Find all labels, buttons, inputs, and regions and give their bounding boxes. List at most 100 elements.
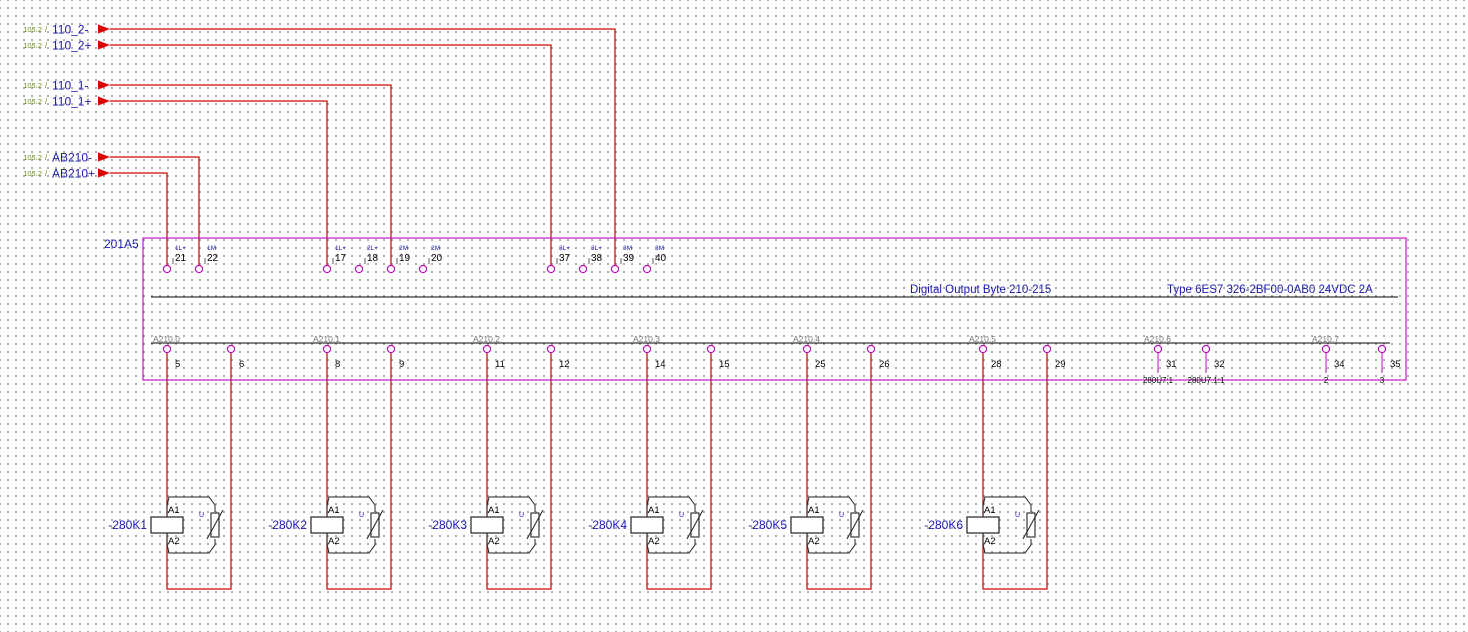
output-terminal-number: 12: [559, 359, 570, 370]
supply-net-name: 110_2-: [52, 23, 88, 37]
terminal-function: 2M: [431, 245, 440, 252]
suppressor-slash: [366, 509, 384, 540]
supply-wire: [110, 84, 392, 266]
coil-lead-bottom: [326, 533, 376, 554]
suppressor-slash: [686, 509, 704, 540]
supply-ref: 105.2: [23, 25, 42, 34]
output-terminal-5: [162, 344, 172, 354]
output-terminal-number: 5: [175, 359, 180, 370]
terminal-function: 1M: [207, 245, 216, 252]
coil-terminal-a1: A1: [984, 505, 996, 516]
terminal-function: 3M: [655, 245, 664, 252]
supply-separator: /: [45, 153, 48, 162]
supply-separator: /: [45, 97, 48, 106]
supply-wire: [110, 44, 552, 266]
coil-terminal-a1: A1: [808, 505, 820, 516]
output-destination: 280U7.1:1: [1188, 376, 1225, 385]
coil-lead-top: [166, 496, 216, 517]
terminal-number: 19: [399, 253, 411, 264]
output-terminal-number: 29: [1055, 359, 1066, 370]
relay-tag: -280K2: [268, 518, 307, 532]
output-terminal-6: [226, 344, 236, 354]
relay-loop-wire: [982, 353, 1048, 590]
coil-terminal-a1: A1: [328, 505, 340, 516]
relay-loop-wire: [486, 353, 552, 590]
output-terminal-29: [1042, 344, 1052, 354]
coil-terminal-a1: A1: [648, 505, 660, 516]
coil-lead-top: [486, 496, 536, 517]
terminal-function: 1L+: [335, 245, 346, 252]
supply-wire: [110, 172, 168, 266]
output-terminal-number: 32: [1214, 359, 1225, 370]
output-terminal-number: 9: [399, 359, 404, 370]
output-terminal-26: [866, 344, 876, 354]
arrow-icon: [98, 152, 110, 162]
arrow-icon: [98, 40, 110, 50]
coil-symbol: [630, 516, 664, 534]
terminal-number: 17: [335, 253, 347, 264]
terminal-function: 3L+: [591, 245, 602, 252]
suppressor-label: U: [519, 512, 524, 519]
output-address: A210.3: [633, 334, 660, 344]
coil-lead-top: [982, 496, 1032, 517]
output-terminal-number: 35: [1390, 359, 1401, 370]
relay-tag: -280K6: [924, 518, 963, 532]
coil-symbol: [470, 516, 504, 534]
coil-terminal-a2: A2: [488, 536, 500, 547]
arrow-icon: [98, 96, 110, 106]
output-terminal-number: 31: [1166, 359, 1177, 370]
supply-separator: /: [45, 169, 48, 178]
suppressor-label: U: [359, 512, 364, 519]
suppressor-label: U: [839, 512, 844, 519]
output-terminal-12: [546, 344, 556, 354]
supply-net-name: 110_2+: [52, 39, 92, 53]
coil-lead-top: [646, 496, 696, 517]
terminal-number: 21: [175, 253, 187, 264]
supply-net-name: 110_1-: [52, 79, 88, 93]
suppressor-slash: [206, 509, 224, 540]
supply-ref: 105.2: [23, 81, 42, 90]
output-terminal-35: [1377, 344, 1387, 354]
arrow-icon: [98, 80, 110, 90]
terminal-top-40: [642, 264, 652, 274]
terminal-number: 22: [207, 253, 219, 264]
suppressor-label: U: [199, 512, 204, 519]
output-terminal-31: [1153, 344, 1163, 354]
output-address: A210.7: [1312, 334, 1339, 344]
output-terminal-14: [642, 344, 652, 354]
module-type: Type 6ES7 326-2BF00-0AB0 24VDC 2A: [1167, 284, 1373, 296]
relay-loop-wire: [646, 353, 712, 590]
output-destination: 280U7:1: [1143, 376, 1174, 385]
coil-terminal-a2: A2: [168, 536, 180, 547]
relay-loop-wire: [166, 353, 232, 590]
suppressor-slash: [526, 509, 544, 540]
output-terminal-number: 15: [719, 359, 730, 370]
terminal-number: 40: [655, 253, 667, 264]
terminal-number: 37: [559, 253, 571, 264]
relay-tag: -280K4: [588, 518, 627, 532]
terminal-number: 18: [367, 253, 379, 264]
suppressor-label: U: [679, 512, 684, 519]
output-terminal-8: [322, 344, 332, 354]
terminal-top-20: [418, 264, 428, 274]
terminal-top-37: [546, 264, 556, 274]
module-tag: 201A5: [104, 237, 139, 251]
coil-lead-bottom: [646, 533, 696, 554]
output-terminal-number: 6: [239, 359, 244, 370]
supply-ref: 105.2: [23, 169, 42, 178]
supply-ref: 105.2: [23, 153, 42, 162]
output-terminal-15: [706, 344, 716, 354]
coil-symbol: [790, 516, 824, 534]
terminal-top-22: [194, 264, 204, 274]
suppressor-slash: [846, 509, 864, 540]
output-terminal-32: [1201, 344, 1211, 354]
terminal-function: 2M: [399, 245, 408, 252]
